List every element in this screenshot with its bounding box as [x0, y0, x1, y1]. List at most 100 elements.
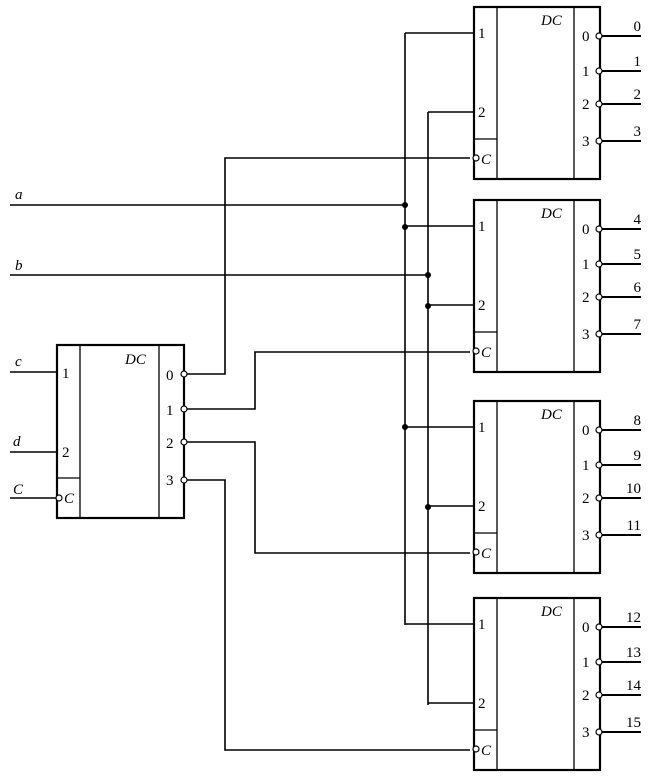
output-number-3: 3 [634, 124, 642, 140]
output-bubble-3 [595, 330, 603, 338]
output-bubble-1 [595, 658, 603, 666]
output-bubble-1 [595, 461, 603, 469]
clock-label: C [481, 345, 492, 361]
output-bubble-0 [595, 623, 603, 631]
output-bubble-0 [595, 225, 603, 233]
decoder-block-left: DC 1 2 C 0 1 2 3 [55, 343, 188, 520]
output-number-8: 8 [634, 413, 642, 429]
decoder-body [472, 198, 602, 374]
decoder-body [472, 5, 602, 181]
junction-b [425, 272, 431, 278]
input-label-2: 2 [478, 696, 486, 712]
output-bubble-0 [595, 426, 603, 434]
output-label-2: 2 [582, 688, 590, 704]
clock-inversion-bubble [472, 347, 480, 355]
output-label-2: 2 [582, 97, 590, 113]
clock-label: C [481, 152, 492, 168]
output-bubble-0 [180, 370, 188, 378]
input-label-1: 1 [478, 420, 486, 436]
output-number-7: 7 [634, 317, 642, 333]
output-label-1: 1 [582, 655, 590, 671]
clock-label: C [481, 546, 492, 562]
output-bubble-3 [180, 476, 188, 484]
input-b-label: b [15, 258, 23, 274]
output-bubble-3 [595, 728, 603, 736]
junction-b-dc3 [425, 504, 431, 510]
output-number-14: 14 [626, 678, 642, 694]
decoder-title: DC [540, 206, 563, 222]
output-bubble-1 [595, 260, 603, 268]
clock-inversion-bubble [472, 154, 480, 162]
decoder-block-1: DC 1 2C 0 0 1 1 2 2 3 3 [405, 5, 642, 181]
output-number-6: 6 [634, 280, 642, 296]
input-label-1: 1 [478, 26, 486, 42]
clock-inversion-bubble [472, 745, 480, 753]
enable-wire-2 [187, 441, 470, 554]
input-label-1: 1 [478, 219, 486, 235]
input-label-1: 1 [478, 617, 486, 633]
output-label-0: 0 [582, 620, 590, 636]
junction-a [402, 202, 408, 208]
input-clock-label: C [13, 482, 24, 498]
clock-inversion-bubble [472, 548, 480, 556]
enable-wires [187, 157, 470, 751]
output-number-10: 10 [626, 481, 641, 497]
output-bubble-3 [595, 531, 603, 539]
input-a-label: a [15, 187, 23, 203]
output-number-15: 15 [626, 715, 641, 731]
output-bubble-1 [595, 67, 603, 75]
clock-label: C [481, 743, 492, 759]
output-number-0: 0 [634, 19, 642, 35]
right-decoders: DC12C00112233DC12C04152637DC12C081921031… [405, 5, 642, 772]
left-inputs: c d C [10, 354, 57, 499]
output-bubble-1 [180, 405, 188, 413]
output-bubble-2 [595, 293, 603, 301]
input-c-label: c [15, 354, 22, 370]
output-number-13: 13 [626, 645, 641, 661]
bus-inputs: a b [10, 33, 431, 705]
output-label-0: 0 [582, 222, 590, 238]
decoder-title: DC [124, 352, 147, 368]
output-bubble-3 [595, 137, 603, 145]
output-bubble-2 [595, 100, 603, 108]
output-bubble-2 [180, 438, 188, 446]
output-label-0: 0 [582, 423, 590, 439]
input-label-2: 2 [62, 445, 70, 461]
output-number-12: 12 [626, 610, 641, 626]
junction-b-dc2 [425, 303, 431, 309]
output-label-2: 2 [166, 436, 174, 452]
enable-wire-0 [187, 157, 470, 375]
input-label-2: 2 [478, 499, 486, 515]
output-label-2: 2 [582, 491, 590, 507]
output-label-0: 0 [582, 29, 590, 45]
output-label-1: 1 [582, 257, 590, 273]
input-label-2: 2 [478, 105, 486, 121]
input-d-label: d [13, 434, 21, 450]
junction-a-dc2 [402, 224, 408, 230]
enable-wire-3 [187, 479, 470, 751]
output-label-3: 3 [582, 134, 590, 150]
output-number-11: 11 [627, 518, 641, 534]
output-number-1: 1 [634, 54, 642, 70]
output-label-1: 1 [166, 403, 174, 419]
output-label-0: 0 [166, 368, 174, 384]
decoder-title: DC [540, 407, 563, 423]
decoder-body [472, 596, 602, 772]
output-number-2: 2 [634, 87, 642, 103]
output-label-1: 1 [582, 458, 590, 474]
output-label-1: 1 [582, 64, 590, 80]
decoder-title: DC [540, 13, 563, 29]
input-label-2: 2 [478, 298, 486, 314]
input-label-1: 1 [62, 366, 70, 382]
clock-inversion-bubble [55, 494, 63, 502]
decoder-title: DC [540, 604, 563, 620]
output-label-3: 3 [582, 725, 590, 741]
decoder-body [55, 343, 186, 520]
output-bubble-0 [595, 32, 603, 40]
enable-wire-1 [187, 351, 470, 410]
output-label-3: 3 [582, 327, 590, 343]
